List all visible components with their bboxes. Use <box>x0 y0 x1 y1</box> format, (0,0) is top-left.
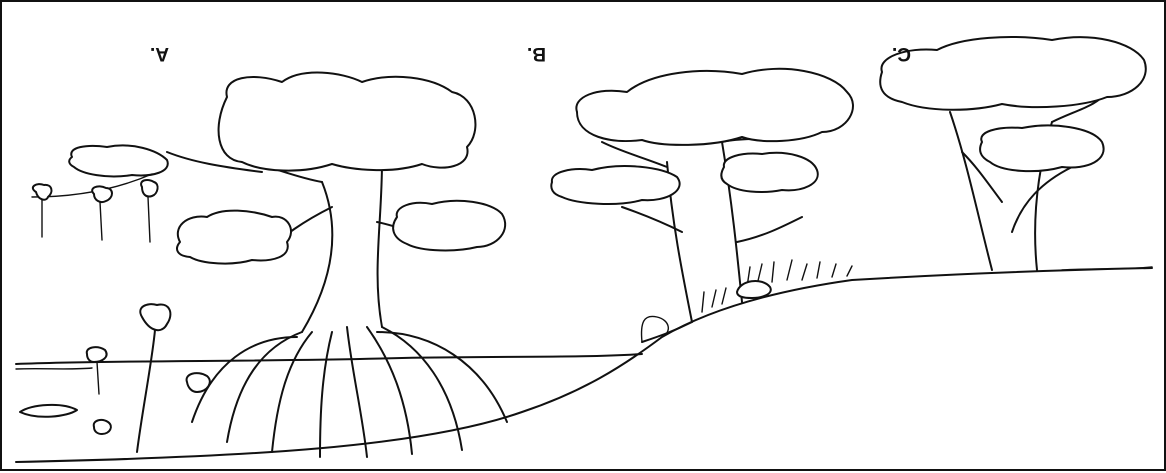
tree-c-crown-top <box>880 37 1146 110</box>
tree-b-branch-4 <box>737 217 802 242</box>
water-surface-line <box>16 354 642 364</box>
zone-label-a: A. <box>150 42 169 64</box>
tree-a-root-4 <box>347 327 367 457</box>
water-line-right <box>1062 267 1152 270</box>
tree-a <box>32 73 507 457</box>
zone-label-b: B. <box>527 42 546 64</box>
tree-a-root-5 <box>367 327 412 454</box>
tree-b-crown-right <box>721 153 817 192</box>
zone-label-c: C. <box>892 42 911 64</box>
small-bush <box>737 281 771 298</box>
grass-tufts <box>702 260 852 312</box>
bird-shape <box>187 373 210 392</box>
tree-c-crown-mid <box>980 126 1104 172</box>
tree-a-crown-far-left <box>69 145 168 176</box>
tree-a-crown-right <box>393 201 505 251</box>
tree-a-trunk-left <box>302 182 332 332</box>
fish-shape <box>20 405 77 417</box>
tree-a-root-1 <box>227 332 302 442</box>
ground-and-water <box>16 267 1152 462</box>
tree-a-crown-top <box>219 73 476 171</box>
tree-a-trunk-right <box>378 162 382 327</box>
tree-a-root-2 <box>272 332 312 452</box>
tree-c-branch-1 <box>1012 167 1072 232</box>
tree-b-crown-left <box>551 166 679 204</box>
crab-shape <box>94 420 111 434</box>
hanging-propagules <box>33 180 158 242</box>
seedlings <box>20 304 210 452</box>
tree-b-crown-top <box>576 69 853 145</box>
tree-a-root-7 <box>377 332 507 422</box>
ground-slope <box>16 268 1152 462</box>
water-line-short <box>16 368 92 369</box>
tree-a-root-3 <box>320 332 332 457</box>
tree-a-crown-left <box>177 211 291 264</box>
tree-c <box>880 37 1146 270</box>
tree-b <box>551 69 853 342</box>
tree-b-branch-1 <box>602 142 667 167</box>
